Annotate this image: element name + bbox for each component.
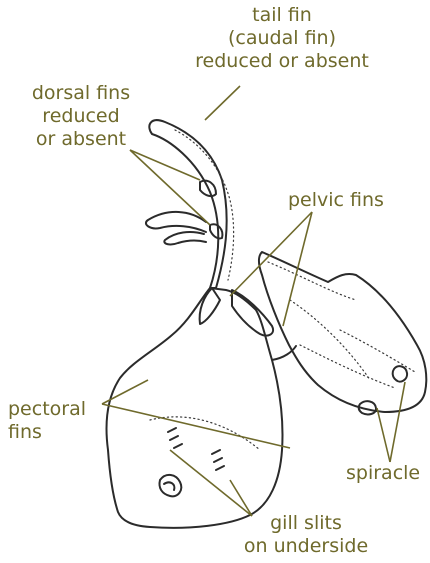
clasper-fins [146, 212, 206, 245]
pelvic-fin-right [232, 290, 273, 336]
pelvic-fin-left [200, 288, 220, 324]
mouth-mark [159, 475, 181, 496]
spiracle-mark [393, 366, 407, 381]
label-tail-fin: tail fin (caudal fin) reduced or absent [182, 4, 382, 73]
label-spiracle: spiracle [346, 462, 420, 485]
ray-ventral-view [107, 120, 297, 528]
label-dorsal-fins: dorsal fins reduced or absent [6, 82, 156, 151]
label-pelvic-fins: pelvic fins [288, 189, 384, 212]
ray-dorsal-body [259, 252, 426, 412]
gill-slits-right [212, 450, 224, 470]
ray-dorsal-view [259, 252, 426, 414]
ray-ventral-body [107, 288, 283, 528]
dorsal-fin-2 [210, 224, 222, 238]
label-pectoral-fins: pectoral fins [8, 398, 86, 444]
label-gill-slits: gill slits on underside [226, 512, 386, 558]
gill-slits-left [168, 428, 182, 448]
